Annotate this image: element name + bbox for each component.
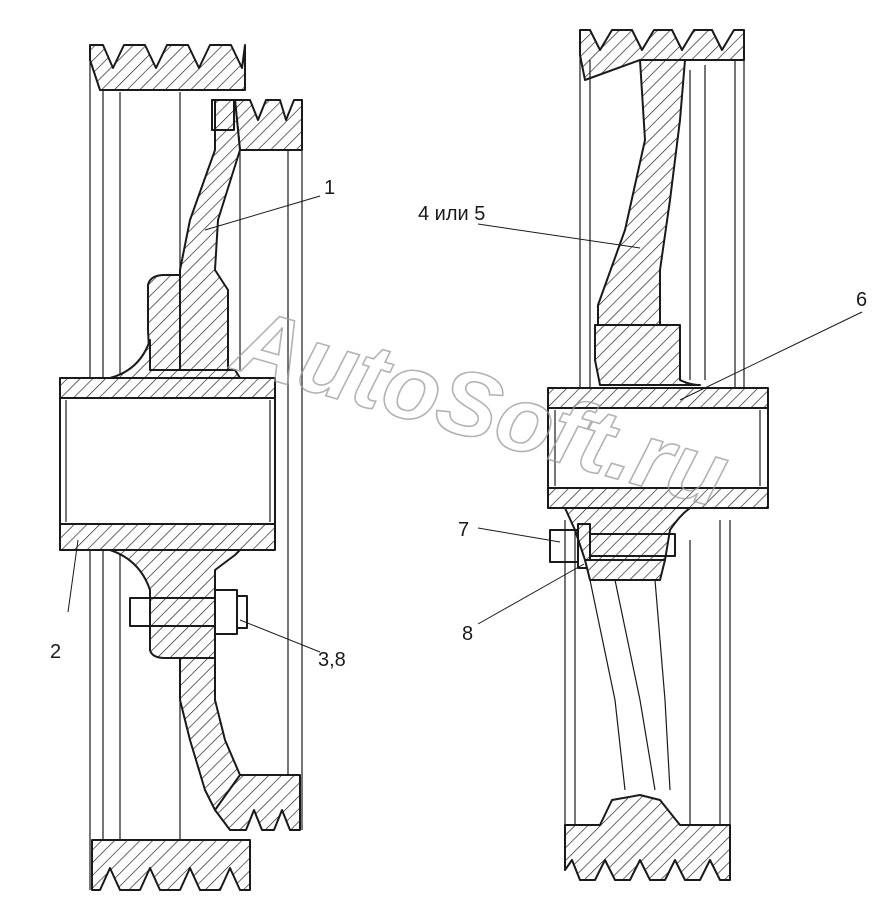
- right-hub-bottom-flange: [547, 487, 769, 509]
- left-second-bottom-groove: [214, 774, 301, 831]
- callout-2: 2: [50, 641, 61, 663]
- left-top-groove-rim: [89, 44, 246, 91]
- leader-8: [477, 563, 585, 625]
- left-bottom-groove-rim: [91, 839, 251, 891]
- left-pulley: [59, 44, 303, 891]
- leader-3-8: [239, 619, 321, 653]
- right-bore-lines: [554, 410, 761, 486]
- left-hub-top-fillet: [109, 339, 241, 379]
- left-upper-hub-boss: [147, 274, 181, 371]
- callout-7: 7: [458, 519, 469, 541]
- right-rim-walls: [564, 30, 745, 870]
- right-hub-bore: [547, 407, 769, 489]
- left-bore-lines: [65, 400, 271, 522]
- callout-3-8: 3,8: [318, 649, 346, 671]
- left-hub-bottom-flange: [59, 523, 276, 551]
- leader-4-5: [477, 223, 641, 249]
- callout-6: 6: [856, 289, 867, 311]
- leader-7: [477, 527, 561, 543]
- right-lower-plate: [584, 559, 666, 581]
- leader-1: [204, 195, 321, 231]
- right-lower-disc: [589, 579, 671, 791]
- leader-6: [679, 311, 863, 401]
- leader-2: [67, 539, 79, 613]
- left-bolt-head: [214, 589, 238, 635]
- leader-lines: [67, 195, 863, 653]
- left-lower-web: [179, 657, 241, 811]
- callout-4-or-5: 4 или 5: [418, 203, 485, 225]
- left-second-top-groove: [234, 99, 303, 151]
- right-bolt-head: [549, 529, 579, 563]
- left-bolt-washer: [236, 595, 248, 629]
- left-hub-bore: [59, 397, 276, 525]
- right-bolt-shank: [589, 533, 676, 557]
- right-upper-disc: [597, 59, 686, 326]
- right-pulley: [547, 29, 769, 881]
- right-upper-hub-boss: [594, 324, 701, 386]
- left-upper-web: [179, 99, 241, 371]
- left-top-bolt-head: [211, 99, 235, 131]
- callout-1: 1: [324, 177, 335, 199]
- callout-8: 8: [462, 623, 473, 645]
- right-bottom-groove-rim: [564, 794, 731, 881]
- left-second-rim-walls: [239, 100, 303, 830]
